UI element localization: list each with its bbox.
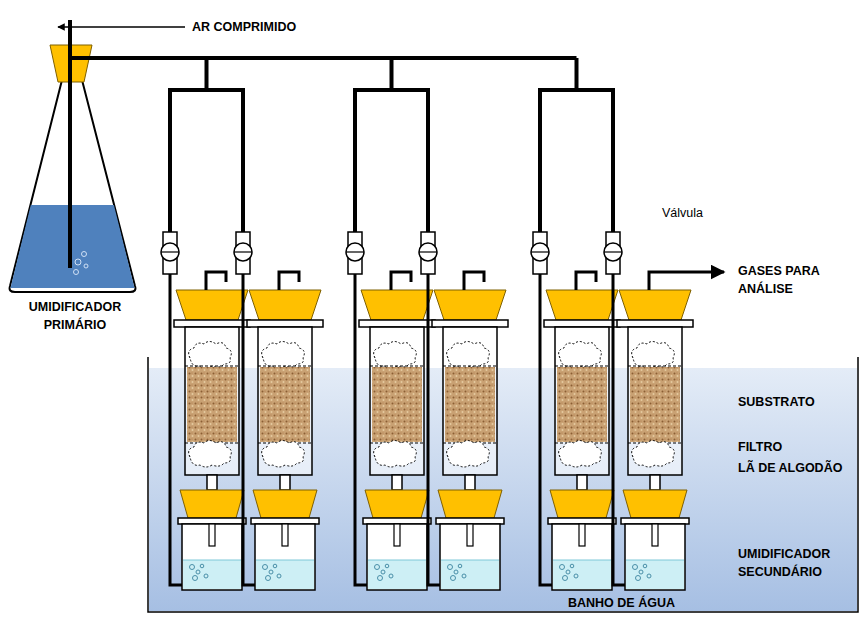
node-label: BANHO DE ÁGUA <box>568 594 718 612</box>
flask-water <box>11 205 135 288</box>
flask-bubbles <box>74 252 89 275</box>
gas-outlet <box>391 272 411 290</box>
part-label: UMIDIFICADOR SECUNDÁRIO <box>738 545 856 581</box>
gas-outlet <box>576 272 596 290</box>
part-label: SUBSTRATO <box>738 393 856 411</box>
part-label: FILTRO <box>738 438 856 456</box>
humidifier-flask: UMIDIFICADOR PRIMÁRIO <box>5 40 145 335</box>
part-label: LÃ DE ALGODÃO <box>738 459 856 477</box>
gas-outlet <box>464 272 484 290</box>
node-label: UMIDIFICADOR PRIMÁRIO <box>5 298 145 334</box>
reactor-column <box>161 232 250 590</box>
air-pipes <box>70 20 613 268</box>
reactor-column <box>531 232 620 590</box>
gas-outlet <box>279 272 299 290</box>
flask <box>10 80 136 292</box>
reactor-column <box>234 232 323 590</box>
gas-outlet <box>206 272 226 290</box>
reactor-column <box>346 232 435 590</box>
air-arrow <box>58 26 185 28</box>
part-label: AR COMPRIMIDO <box>192 18 352 36</box>
part-label: Válvula <box>662 204 732 222</box>
gas-outlet-arrow <box>649 272 724 290</box>
part-label: GASES PARA ANÁLISE <box>738 262 838 298</box>
reactor-column <box>419 232 508 590</box>
